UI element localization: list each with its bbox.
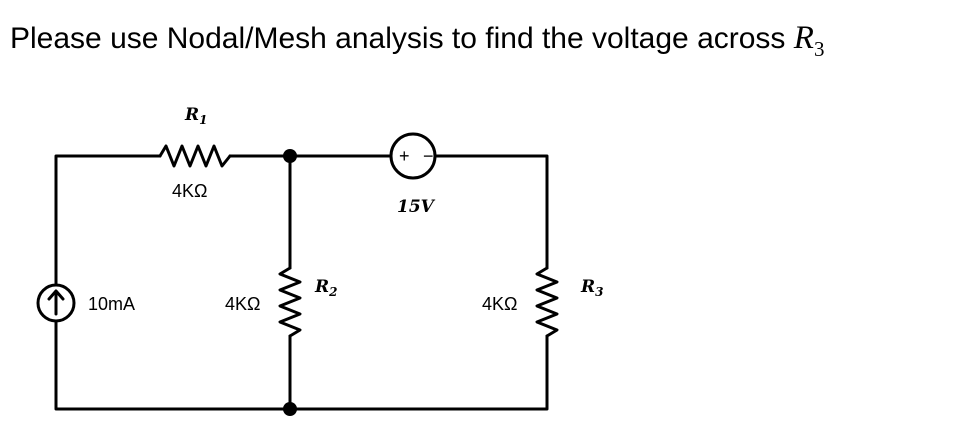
arrow-up-head-icon: [47, 289, 65, 301]
question-subscript: 3: [813, 37, 825, 61]
current-source: [36, 283, 76, 323]
r3-label: R3: [580, 277, 604, 299]
wire-left-top: [54, 154, 162, 287]
vs-plus-sign: +: [399, 146, 410, 166]
vs-minus-sign: −: [423, 146, 434, 166]
r3-value: 4KΩ: [482, 294, 517, 314]
question-text: Please use Nodal/Mesh analysis to find t…: [10, 22, 794, 55]
question-title: Please use Nodal/Mesh analysis to find t…: [10, 20, 824, 62]
r1-value: 4KΩ: [172, 181, 207, 201]
wire-left-bottom: [54, 319, 292, 411]
question-symbol: R3: [793, 20, 825, 61]
wire-right-bottom: [288, 334, 549, 411]
r2-value: 4KΩ: [225, 294, 260, 314]
node-top: [283, 149, 297, 163]
voltage-source: [389, 132, 437, 180]
resistor-r1: [158, 144, 232, 168]
vs-value: 15V: [397, 197, 436, 217]
r1-label: R1: [184, 105, 208, 127]
resistor-r2: [278, 266, 302, 338]
r2-label: R2: [314, 277, 338, 299]
wire-top-right: [434, 154, 549, 270]
node-bottom: [283, 402, 297, 416]
cs-value: 10mA: [88, 294, 135, 314]
resistor-r3: [535, 266, 559, 338]
